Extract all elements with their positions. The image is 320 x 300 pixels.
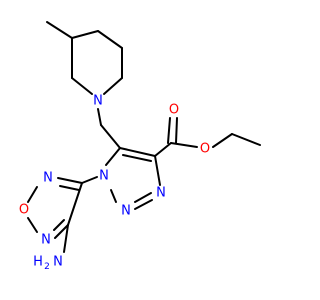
bond-oxa-o1-n5 [27, 217, 38, 233]
bond-tri-c4-n3 [154, 155, 161, 186]
atom-n-triazole-3: N [156, 186, 166, 201]
atom-n-triazole-1: N [99, 169, 109, 184]
bond-oxa-n5-c4-double [53, 219, 65, 231]
atom-nh2-n: N [53, 255, 63, 270]
bond-oxa-n2-o1 [27, 186, 38, 203]
bond-oxa-c4-c3 [67, 182, 83, 226]
atom-n-oxadiazole-1: N [43, 171, 53, 186]
bond-pip-1 [71, 30, 99, 39]
bond-oester-ch2 [212, 133, 233, 148]
bond-ch2-c5 [100, 124, 121, 149]
bond-tri-c5-c4-double [122, 154, 152, 162]
bond-tri-n2-n1 [110, 189, 117, 203]
bond-layer [27, 21, 261, 253]
atom-o-oxadiazole: O [19, 203, 29, 218]
bond-n-ch2 [97, 108, 102, 126]
atom-o-ester: O [200, 142, 210, 157]
bond-ccarb-oester [170, 142, 198, 148]
atom-o-carbonyl: O [169, 103, 179, 118]
bond-tri-n1-c5 [105, 147, 121, 166]
molecule-structure: N O O N N N N O N H 2 N [19, 21, 261, 273]
bond-pip-2 [97, 30, 123, 49]
bond-oxa-n5-c4 [54, 224, 69, 239]
atom-nh2-h: H [33, 255, 43, 270]
bond-methyl [46, 21, 73, 39]
atom-n-piperidine: N [93, 94, 103, 109]
bond-carbonyl-double [175, 117, 178, 144]
bond-oxa-c3-n2-double [59, 185, 80, 191]
bond-c4-nh2 [63, 224, 69, 253]
bond-tri-c5-c4 [119, 147, 156, 157]
atom-nh2-subscript: 2 [44, 262, 50, 272]
atom-n-oxadiazole-2: N [41, 233, 51, 248]
bond-oxa-c3-n2 [57, 177, 83, 184]
bond-tri-n3-n2-double [134, 192, 152, 203]
bond-n1-oxa [81, 176, 98, 184]
bond-carbonyl [167, 117, 171, 144]
atom-n-triazole-2: N [121, 204, 131, 219]
bond-c4-ccarb [154, 142, 172, 157]
bond-pip-4 [103, 77, 123, 95]
bond-tri-n3-n2 [134, 199, 153, 210]
bond-pip-5 [71, 77, 93, 95]
bond-ethyl [231, 133, 261, 146]
atom-label-layer: N O O N N N N O N H 2 N [19, 94, 210, 273]
